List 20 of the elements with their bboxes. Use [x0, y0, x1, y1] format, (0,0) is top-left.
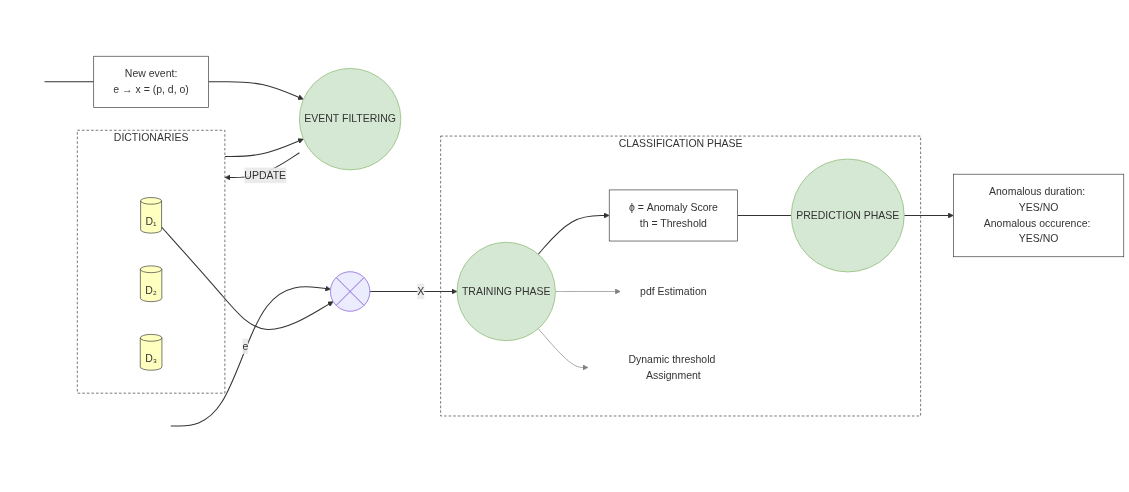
- connector: [44, 81, 95, 83]
- node-box: Anomalous duration: YES/NO Anomalous occurence: YES/NO: [953, 173, 1125, 258]
- arrow: [161, 226, 334, 330]
- arrow: [369, 288, 458, 295]
- edge-label: e: [242, 340, 249, 352]
- arrow: [207, 81, 304, 100]
- node-circle: EVENT FILTERING: [299, 68, 402, 171]
- node-box: ϕ = Anomaly Score th = Threshold: [608, 189, 738, 242]
- edge-label: UPDATE: [244, 169, 287, 181]
- arrow: [170, 285, 331, 427]
- arrow: [903, 212, 954, 219]
- node-circle: PREDICTION PHASE: [790, 158, 905, 273]
- node-text: Dynamic threshold Assignment: [628, 353, 716, 381]
- node-box: New event: e → x = (p, d, o): [93, 55, 209, 108]
- arrow: [224, 138, 304, 157]
- node-text: pdf Estimation: [640, 285, 707, 297]
- node-circle: TRAINING PHASE: [456, 241, 556, 341]
- edge-label: X: [417, 285, 425, 297]
- connector: [736, 214, 792, 216]
- arrow: [537, 212, 610, 255]
